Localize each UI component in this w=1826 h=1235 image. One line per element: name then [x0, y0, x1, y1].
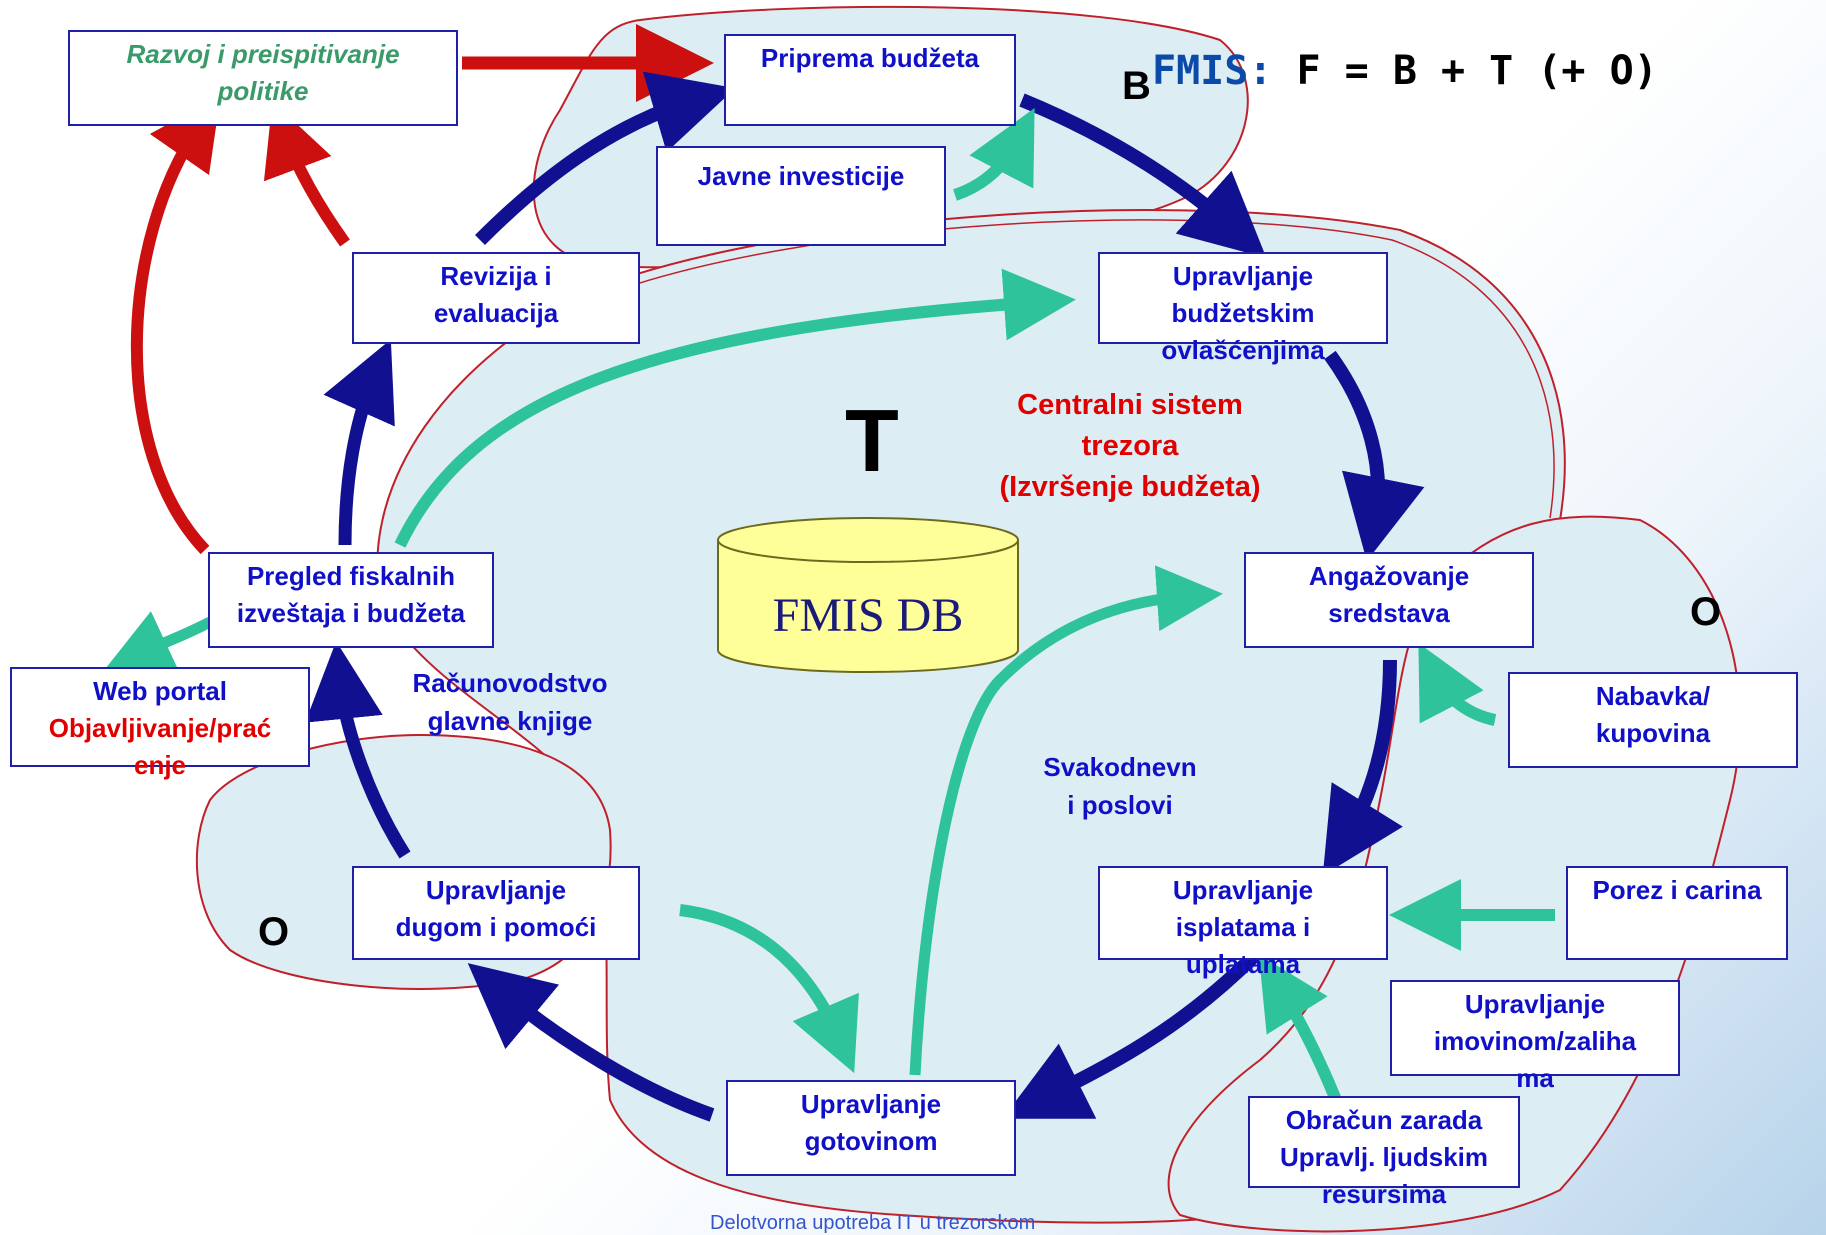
central-system-line1: Centralni sistem [1017, 389, 1243, 421]
box-procurement: Nabavka/ kupovina [1508, 672, 1798, 768]
arrow-cash-to-commitments [909, 565, 1223, 1076]
box-commitments-line2: sredstava [1328, 598, 1450, 628]
arrow-fiscal-to-webportal [105, 611, 213, 671]
arrow-audit-to-policy [263, 101, 350, 247]
central-system-line2: trezora [1081, 430, 1179, 462]
arrow-fiscal-to-authorizations [394, 268, 1076, 548]
arrow-payments-to-cash [1002, 950, 1260, 1119]
box-budget-prep: Priprema budžeta [724, 34, 1016, 126]
arrow-commitments-to-payments [1322, 659, 1403, 876]
box-authorizations-line1: Upravljanje [1172, 261, 1314, 291]
box-cash-line2: gotovinom [804, 1126, 938, 1156]
box-authorizations: Upravljanje budžetskim ovlašćenjima [1098, 252, 1388, 365]
arrow-debt-to-cash [679, 904, 859, 1074]
region-t-inner [595, 219, 1555, 519]
daily-ops-line2: i poslovi [1067, 790, 1173, 820]
box-payroll-line3: resursima [1321, 1179, 1447, 1209]
general-ledger-line1: Računovodstvo [412, 668, 608, 698]
box-tax-line1: Porez i carina [1592, 875, 1762, 905]
box-payroll: Obračun zarada Upravlj. ljudskim resursi… [1248, 1096, 1520, 1209]
formula: FMIS: F = B + T (+ O) [1152, 48, 1658, 94]
box-commitments-line1: Angažovanje [1308, 561, 1470, 591]
box-payroll-line2: Upravlj. ljudskim [1279, 1142, 1489, 1172]
box-budget-prep-line1: Priprema budžeta [760, 43, 980, 73]
arrow-fiscal-to-policy [130, 95, 221, 555]
arrow-budget-to-authorizations [1019, 93, 1267, 258]
box-policy-line2: politike [217, 76, 309, 106]
box-cash-line1: Upravljanje [800, 1089, 942, 1119]
arrow-fiscal-to-audit [323, 339, 395, 546]
region-b-label: B [1122, 64, 1151, 108]
box-web-portal-line1: Web portal [93, 676, 227, 706]
arrow-authorizations-to-commitments [1324, 350, 1425, 562]
arrow-payroll-to-payments [1258, 954, 1344, 1108]
box-audit-line2: evaluacija [433, 298, 559, 328]
box-assets-line1: Upravljanje [1464, 989, 1606, 1019]
box-commitments: Angažovanje sredstava [1244, 552, 1534, 648]
box-web-portal-line3: enje [133, 750, 187, 780]
box-procurement-line2: kupovina [1595, 718, 1711, 748]
box-assets-line3: ma [1516, 1063, 1554, 1093]
arrow-debt-to-fiscal [305, 641, 411, 859]
box-payments-line3: uplatama [1185, 949, 1301, 979]
box-payments: Upravljanje isplatama i uplatama [1098, 866, 1388, 979]
box-payroll-line1: Obračun zarada [1285, 1105, 1483, 1135]
arrow-procurement-to-commitments [1418, 643, 1497, 726]
box-payments-line2: isplatama i [1175, 912, 1311, 942]
box-assets: Upravljanje imovinom/zaliha ma [1390, 980, 1680, 1093]
footer-text: Delotvorna upotreba IT u trezorskom [710, 1212, 1036, 1234]
box-public-investments: Javne investicije [656, 146, 946, 246]
box-policy: Razvoj i preispitivanje politike [68, 30, 458, 126]
box-policy-line1: Razvoj i preispitivanje [126, 39, 400, 69]
box-tax: Porez i carina [1566, 866, 1788, 960]
box-audit: Revizija i evaluacija [352, 252, 640, 344]
box-fiscal-review-line2: izveštaja i budžeta [236, 598, 466, 628]
database-label: FMIS DB [772, 589, 964, 642]
box-debt-line1: Upravljanje [425, 875, 567, 905]
box-audit-line1: Revizija i [440, 261, 552, 291]
box-assets-line2: imovinom/zaliha [1433, 1026, 1637, 1056]
general-ledger-line2: glavne knjige [427, 706, 593, 736]
box-fiscal-review: Pregled fiskalnih izveštaja i budžeta [208, 552, 494, 648]
box-public-investments-line1: Javne investicije [697, 161, 905, 191]
region-t-label: T [845, 391, 899, 490]
central-system-line3: (Izvršenje budžeta) [999, 471, 1261, 503]
box-procurement-line1: Nabavka/ [1595, 681, 1711, 711]
box-debt-line2: dugom i pomoći [395, 912, 597, 942]
box-debt: Upravljanje dugom i pomoći [352, 866, 640, 960]
box-payments-line1: Upravljanje [1172, 875, 1314, 905]
formula-prefix: FMIS: [1152, 48, 1273, 94]
central-system-label: Centralni sistem trezora (Izvršenje budž… [930, 385, 1330, 508]
box-web-portal: Web portal Objavljivanje/prać enje [10, 667, 310, 780]
box-cash: Upravljanje gotovinom [726, 1080, 1016, 1176]
arrow-audit-to-budget [475, 71, 736, 245]
box-web-portal-line2: Objavljivanje/prać [48, 713, 272, 743]
box-authorizations-line3: ovlašćenjima [1161, 335, 1325, 365]
box-fiscal-review-line1: Pregled fiskalnih [246, 561, 456, 591]
arrow-investments-to-budget [952, 108, 1035, 201]
region-o-left-label: O [258, 910, 290, 954]
daily-ops-line1: Svakodnevn [1043, 752, 1197, 782]
database-cylinder [717, 517, 1019, 673]
general-ledger-label: Računovodstvo glavne knjige [380, 664, 640, 740]
box-authorizations-line2: budžetskim [1171, 298, 1315, 328]
daily-ops-label: Svakodnevn i poslovi [1010, 748, 1230, 824]
arrow-cash-to-debt [467, 963, 715, 1122]
formula-expression: F = B + T (+ O) [1296, 48, 1658, 94]
region-o-right-label: O [1690, 590, 1722, 634]
